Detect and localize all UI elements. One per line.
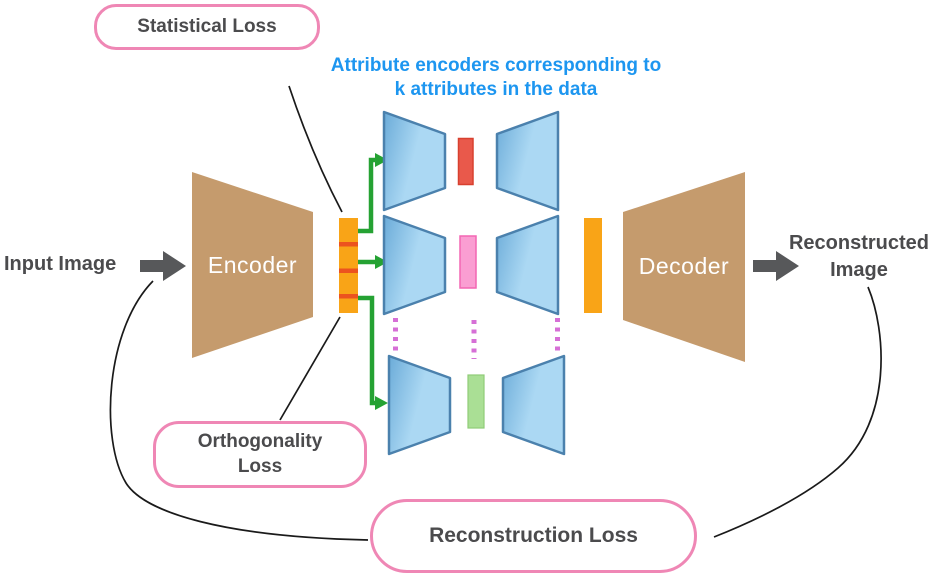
green-arrow-middle-head: [375, 255, 388, 269]
combined-latent-bar: [584, 218, 602, 313]
connector-latent-to-orthogonality-loss: [279, 316, 341, 421]
green-arrow-top-line: [358, 157, 376, 234]
attribute-latent-bar-2: [459, 235, 477, 289]
attribute-decoder-1: [495, 110, 560, 212]
orthogonality-loss-box: Orthogonality Loss: [153, 421, 367, 488]
encoder-label: Encoder: [207, 252, 298, 278]
input-image-label: Input Image: [4, 253, 117, 275]
attribute-decoder-2: [495, 214, 560, 316]
latent-separator-3: [339, 294, 358, 299]
attribute-encoder-1: [382, 110, 447, 212]
statistical-loss-box: Statistical Loss: [94, 4, 320, 50]
attribute-decoder-k: [501, 354, 566, 456]
green-arrow-bottom-head: [375, 396, 388, 410]
attribute-latent-bar-k: [467, 374, 485, 429]
connector-input-to-reconstruction-loss: [109, 280, 369, 541]
decoder-label: Decoder: [638, 253, 730, 279]
reconstruction-loss-label: Reconstruction Loss: [429, 524, 638, 547]
encoder-trapezoid: [192, 172, 313, 358]
output-arrow-icon: [753, 251, 799, 281]
input-arrow-icon: [140, 251, 186, 281]
latent-separator-2: [339, 268, 358, 273]
green-arrow-bottom-line: [358, 295, 376, 406]
reconstruction-loss-box: Reconstruction Loss: [370, 499, 697, 573]
latent-separator-1: [339, 242, 358, 247]
connector-reconstructed-to-reconstruction-loss: [713, 286, 882, 538]
latent-code-bar: [339, 218, 358, 313]
attribute-encoder-k: [387, 354, 452, 456]
decoder-trapezoid: [623, 172, 745, 362]
statistical-loss-label: Statistical Loss: [137, 16, 277, 37]
green-arrow-top-head: [375, 153, 388, 167]
orthogonality-loss-label: Orthogonality Loss: [197, 430, 323, 477]
attribute-encoders-heading: Attribute encoders corresponding to k at…: [330, 55, 662, 101]
connector-statistical-loss-to-latent: [288, 85, 343, 213]
attribute-latent-bar-1: [457, 137, 474, 186]
reconstructed-image-label: Reconstructed Image: [788, 232, 930, 281]
attribute-encoder-2: [382, 214, 447, 316]
